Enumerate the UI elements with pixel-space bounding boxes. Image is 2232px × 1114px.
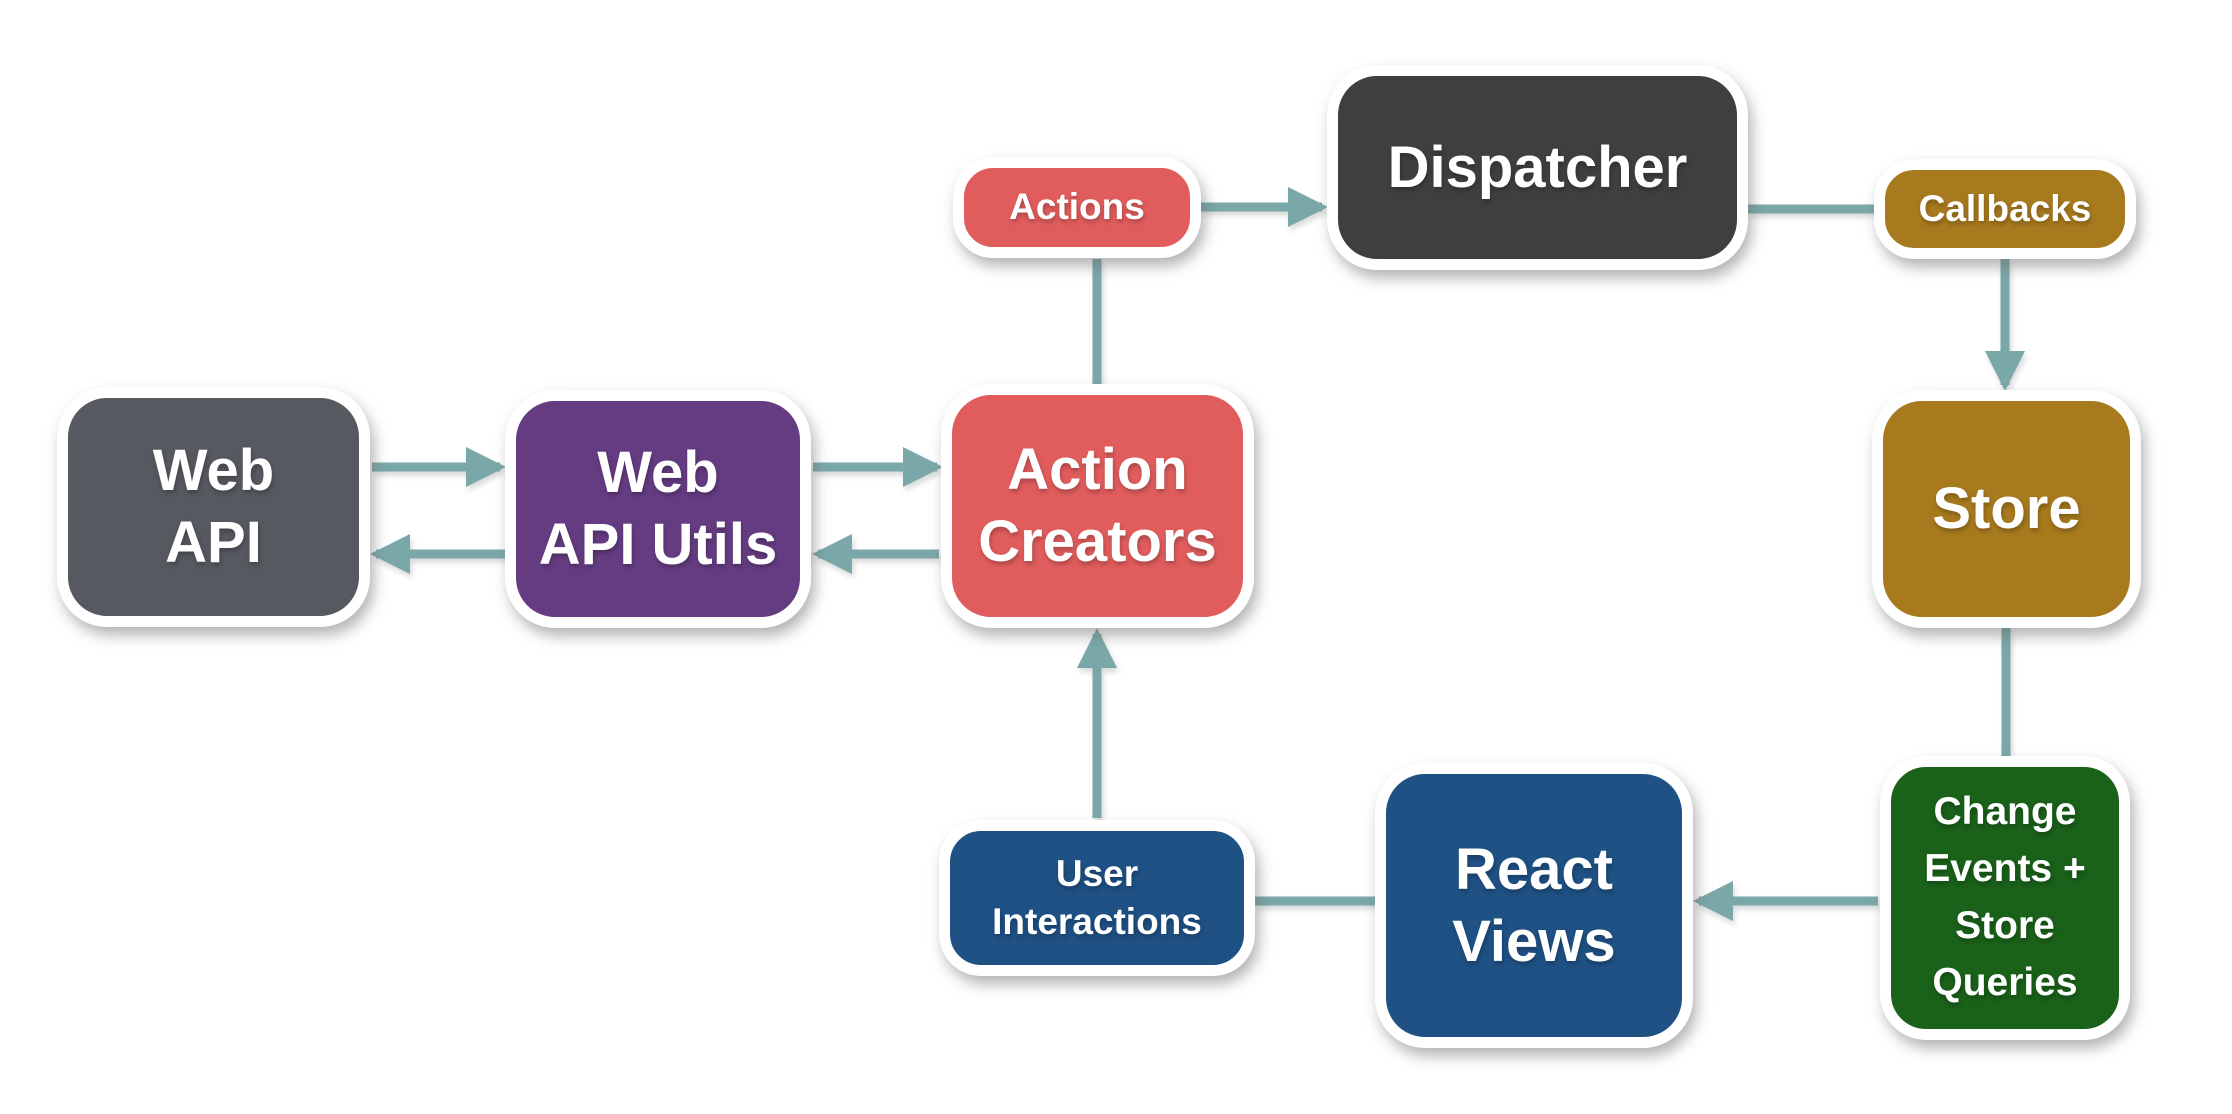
node-dispatcher: Dispatcher: [1327, 65, 1748, 270]
node-change-events-store-queries: Change Events + Store Queries: [1880, 756, 2130, 1040]
node-actions: Actions: [953, 157, 1201, 258]
node-web-api-utils-label: Web API Utils: [538, 440, 778, 577]
node-callbacks: Callbacks: [1874, 159, 2136, 259]
node-react-views: React Views: [1375, 763, 1693, 1048]
node-web-api-utils: Web API Utils: [505, 390, 811, 628]
node-user-interactions: User Interactions: [939, 820, 1255, 976]
node-actions-label: Actions: [1009, 186, 1145, 228]
node-react-views-label: React Views: [1452, 836, 1616, 974]
node-web-api: Web API: [57, 387, 370, 627]
node-change-events-store-queries-label: Change Events + Store Queries: [1924, 790, 2086, 1004]
node-callbacks-label: Callbacks: [1918, 187, 2092, 229]
node-action-creators: Action Creators: [941, 384, 1254, 628]
node-user-interactions-label: User Interactions: [992, 852, 1202, 942]
node-store: Store: [1872, 390, 2141, 628]
node-action-creators-label: Action Creators: [978, 437, 1217, 574]
node-store-label: Store: [1932, 476, 2081, 542]
node-web-api-label: Web API: [152, 438, 275, 575]
node-dispatcher-label: Dispatcher: [1387, 134, 1688, 200]
